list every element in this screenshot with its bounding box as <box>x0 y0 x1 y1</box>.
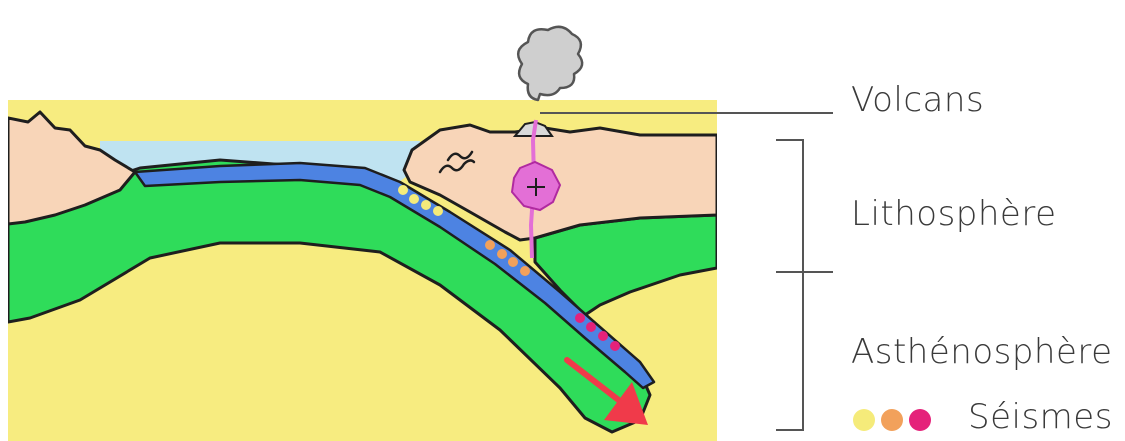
legend-dot-intermediate-seisme <box>881 409 903 431</box>
legend-dot-shallow-seisme <box>853 409 875 431</box>
volcanic-smoke <box>518 27 582 100</box>
legend-dot-deep-seisme <box>909 409 931 431</box>
layer-bracket <box>776 140 833 430</box>
label-asthenosphere: Asthénosphère <box>851 332 1113 372</box>
label-seismes: Séismes <box>968 397 1113 437</box>
label-volcans: Volcans <box>851 80 984 120</box>
label-lithosphere: Lithosphère <box>851 194 1056 234</box>
